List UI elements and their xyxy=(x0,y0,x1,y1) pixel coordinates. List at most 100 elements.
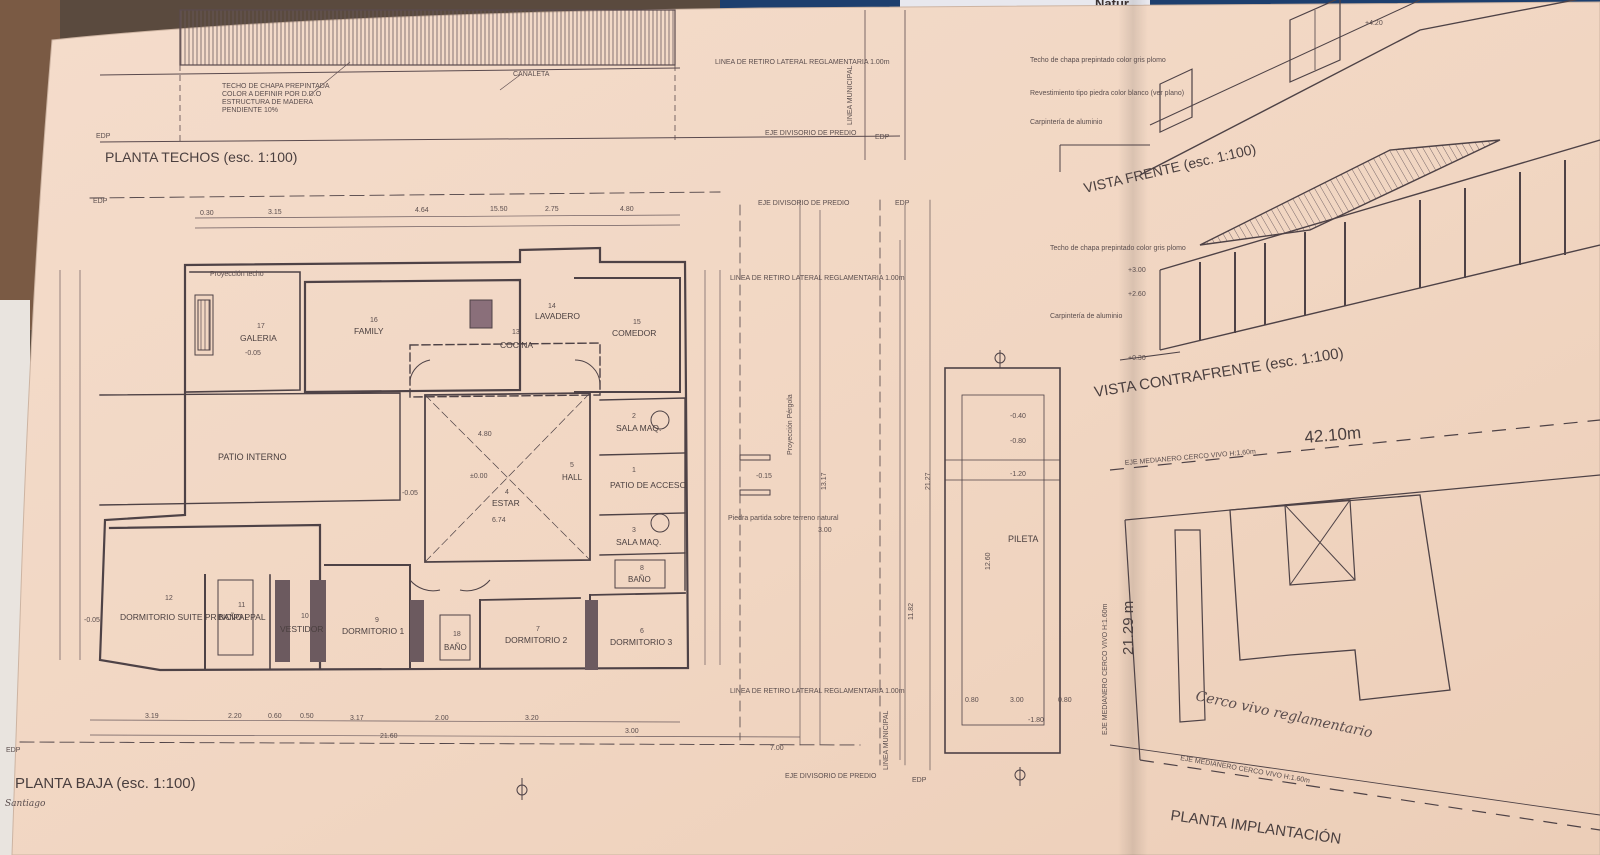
svg-text:3: 3 xyxy=(632,527,636,534)
plan-setback-label-top: LINEA DE RETIRO LATERAL REGLAMENTARIA 1.… xyxy=(730,275,905,282)
svg-text:+2.60: +2.60 xyxy=(1128,291,1146,298)
room-dormitorio-suite-principal: DORMITORIO SUITE PRINCIPAL xyxy=(120,612,249,622)
svg-text:6.74: 6.74 xyxy=(492,517,506,524)
svg-text:12: 12 xyxy=(165,595,173,602)
roof-plan-title: PLANTA TECHOS (esc. 1:100) xyxy=(105,149,297,165)
svg-text:6: 6 xyxy=(640,628,644,635)
room-dormitorio-3: DORMITORIO 3 xyxy=(610,637,672,647)
plan-notes: PATIO INTERNO PILETA Proyección techo Pi… xyxy=(6,198,1038,784)
svg-text:5: 5 xyxy=(570,462,574,469)
front-roof-note: Techo de chapa prepintado color gris plo… xyxy=(1030,57,1166,64)
site-width-dim: 42.10m xyxy=(1304,423,1362,447)
svg-text:13.17: 13.17 xyxy=(821,472,828,490)
svg-text:11: 11 xyxy=(238,602,245,609)
dims-bottom: 3.19 2.20 0.60 0.50 3.17 2.00 3.20 3.00 … xyxy=(145,713,784,752)
dims-misc: 4.80 6.74 3.00 12.60 3.00 0.80 0.80 11.8… xyxy=(478,431,1072,704)
svg-text:4.80: 4.80 xyxy=(620,206,634,213)
plan-edp-left: EDP xyxy=(93,198,108,205)
plan-lot-axis-label-top: EJE DIVISORIO DE PREDIO xyxy=(758,200,850,207)
room-sala-maq-1: SALA MAQ. xyxy=(616,423,661,433)
svg-text:3.17: 3.17 xyxy=(350,715,364,722)
room-dormitorio-1: DORMITORIO 1 xyxy=(342,626,404,636)
svg-text:PENDIENTE 10%: PENDIENTE 10% xyxy=(222,107,278,114)
svg-text:3.19: 3.19 xyxy=(145,713,159,720)
roof-lot-axis-label: EJE DIVISORIO DE PREDIO xyxy=(765,130,857,137)
svg-text:0.50: 0.50 xyxy=(300,713,314,720)
patio-interno-label: PATIO INTERNO xyxy=(218,452,287,462)
room-patio-de-acceso: PATIO DE ACCESO xyxy=(610,480,687,490)
svg-text:COLOR A DEFINIR POR D.D.O: COLOR A DEFINIR POR D.D.O xyxy=(222,91,322,98)
svg-text:10: 10 xyxy=(301,613,309,620)
plan-edp-bottom-left: EDP xyxy=(6,747,21,754)
elevation-notes: Techo de chapa prepintado color gris plo… xyxy=(1030,20,1383,362)
svg-text:0.30: 0.30 xyxy=(200,210,214,217)
svg-text:-0.15: -0.15 xyxy=(756,473,772,480)
svg-text:2.20: 2.20 xyxy=(228,713,242,720)
svg-text:0.60: 0.60 xyxy=(268,713,282,720)
room-bano-1: BAÑO xyxy=(444,643,467,652)
room-family: FAMILY xyxy=(354,326,384,336)
svg-text:TECHO DE CHAPA PREPINTADA: TECHO DE CHAPA PREPINTADA xyxy=(222,83,330,90)
svg-text:7.00: 7.00 xyxy=(770,745,784,752)
room-cocina: COCINA xyxy=(500,340,533,350)
svg-text:3.00: 3.00 xyxy=(818,527,832,534)
room-galeria: GALERIA xyxy=(240,333,277,343)
svg-text:4: 4 xyxy=(505,489,509,496)
svg-text:ESTRUCTURA DE MADERA: ESTRUCTURA DE MADERA xyxy=(222,99,313,106)
paper-fold xyxy=(1118,0,1148,855)
plan-edp-bottom: EDP xyxy=(912,777,927,784)
svg-text:-0.05: -0.05 xyxy=(402,490,418,497)
svg-text:13: 13 xyxy=(512,329,520,336)
plan-lot-axis-label-bottom: EJE DIVISORIO DE PREDIO xyxy=(785,773,877,780)
svg-text:17: 17 xyxy=(257,323,265,330)
svg-text:+4.20: +4.20 xyxy=(1365,20,1383,27)
svg-text:-0.05: -0.05 xyxy=(84,617,100,624)
roof-edp-left: EDP xyxy=(96,133,111,140)
svg-text:16: 16 xyxy=(370,317,378,324)
rear-roof-note: Techo de chapa prepintado color gris plo… xyxy=(1050,245,1186,252)
roof-projection-label: Proyección techo xyxy=(210,271,264,278)
dims-top: 0.30 3.15 4.64 15.50 2.75 4.80 xyxy=(200,206,634,217)
svg-text:2.00: 2.00 xyxy=(435,715,449,722)
pileta-label: PILETA xyxy=(1008,534,1038,544)
svg-text:-0.40: -0.40 xyxy=(1010,413,1026,420)
front-carpentry-note: Carpintería de aluminio xyxy=(1030,119,1102,126)
svg-text:-1.20: -1.20 xyxy=(1010,471,1026,478)
stone-note: Piedra partida sobre terreno natural xyxy=(728,515,839,522)
svg-text:0.80: 0.80 xyxy=(965,697,979,704)
room-labels: 1 PATIO DE ACCESO 2 SALA MAQ. 3 SALA MAQ… xyxy=(120,303,687,652)
svg-text:3.15: 3.15 xyxy=(268,209,282,216)
ground-floor-title: PLANTA BAJA (esc. 1:100) xyxy=(15,775,196,792)
closet-fills xyxy=(275,580,598,670)
svg-text:-0.80: -0.80 xyxy=(1010,438,1026,445)
room-lavadero: LAVADERO xyxy=(535,311,580,321)
roof-note: TECHO DE CHAPA PREPINTADA COLOR A DEFINI… xyxy=(222,83,330,114)
room-sala-maq-2: SALA MAQ. xyxy=(616,537,661,547)
plan-municipal-line-label: LINEA MUNICIPAL xyxy=(883,711,890,770)
site-depth-dim: 21.29 m xyxy=(1120,601,1137,655)
svg-text:2.75: 2.75 xyxy=(545,206,559,213)
svg-text:-1.80: -1.80 xyxy=(1028,717,1044,724)
level-marks: ±0.00 -0.05 -0.05 -0.05 -0.15 -0.40 -0.8… xyxy=(84,350,1044,724)
plan-setback-label-bottom: LINEA DE RETIRO LATERAL REGLAMENTARIA 1.… xyxy=(730,688,905,695)
dimension-lines xyxy=(59,210,901,760)
svg-text:3.20: 3.20 xyxy=(525,715,539,722)
svg-text:0.80: 0.80 xyxy=(1058,697,1072,704)
roof-setback-label: LINEA DE RETIRO LATERAL REGLAMENTARIA 1.… xyxy=(715,59,890,66)
svg-text:-0.05: -0.05 xyxy=(245,350,261,357)
svg-text:4.64: 4.64 xyxy=(415,207,429,214)
roof-municipal-line-label: LINEA MUNICIPAL xyxy=(847,66,854,125)
svg-text:3.00: 3.00 xyxy=(625,728,639,735)
svg-text:±0.00: ±0.00 xyxy=(470,473,488,480)
gutter-label: CANALETA xyxy=(513,71,550,78)
pergola-projection-label: Proyección Pérgola xyxy=(787,394,794,455)
svg-text:12.60: 12.60 xyxy=(985,552,992,570)
room-bano-ppal: BAÑO PPAL xyxy=(218,612,266,622)
svg-text:1: 1 xyxy=(632,467,636,474)
svg-text:+3.00: +3.00 xyxy=(1128,267,1146,274)
roof-plan xyxy=(99,9,906,160)
fixtures xyxy=(194,294,771,661)
north-arrow-icon xyxy=(516,350,1026,800)
svg-text:2: 2 xyxy=(632,413,636,420)
